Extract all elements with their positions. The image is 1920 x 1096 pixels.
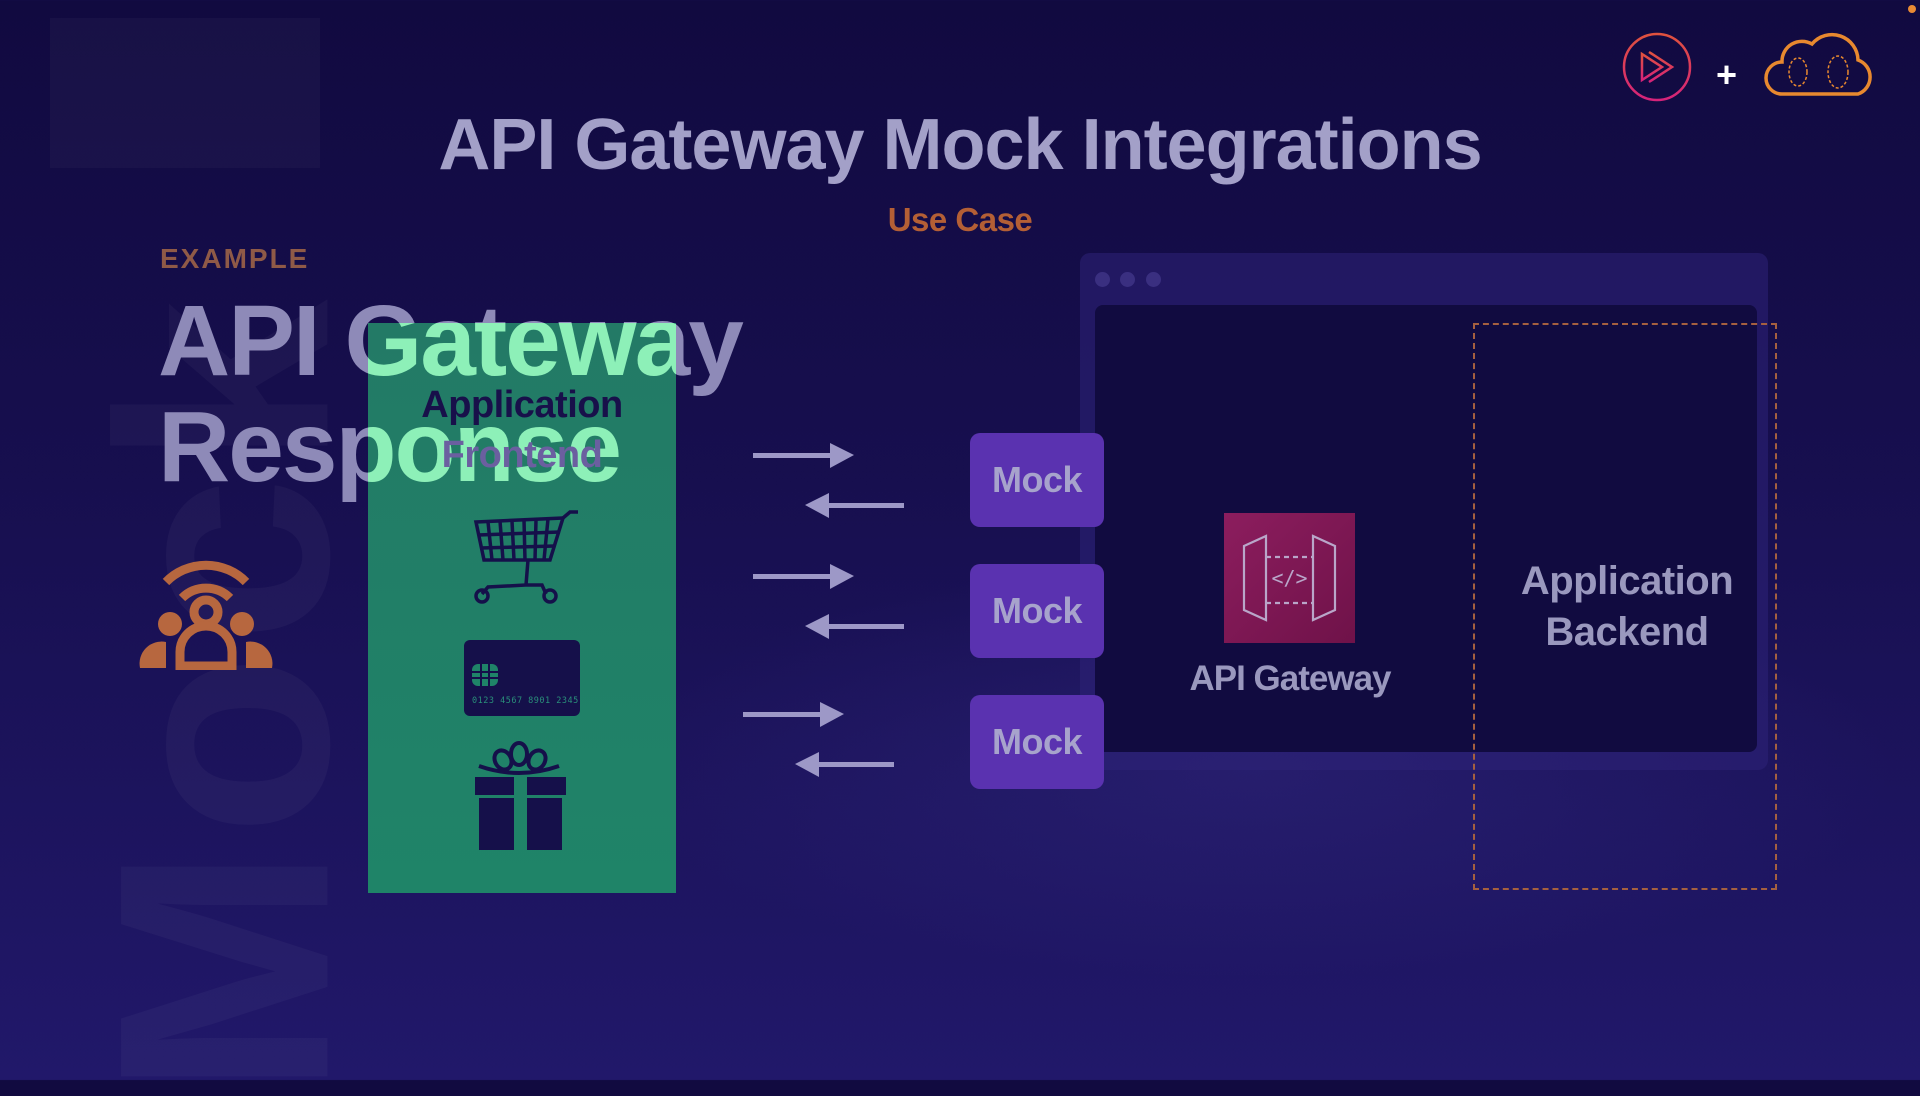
window-dot-2	[1120, 272, 1135, 287]
recording-dot	[1908, 5, 1916, 13]
shopping-cart	[468, 510, 580, 615]
request-arrow-3	[743, 702, 844, 727]
aws-logo	[1760, 30, 1878, 105]
frontend-title-line2: Frontend	[441, 434, 603, 476]
shopping-cart-icon	[473, 510, 580, 604]
card-chip-icon	[472, 664, 498, 686]
mock-box-1: Mock	[970, 433, 1104, 527]
response-arrow-2	[805, 614, 904, 639]
gift	[475, 740, 569, 857]
frontend-title: Application Frontend	[368, 380, 676, 480]
mock-box-2: Mock	[970, 564, 1104, 658]
request-arrow-2	[753, 564, 854, 589]
eyebrow-label: EXAMPLE	[160, 243, 310, 274]
browser-content-area	[1095, 305, 1757, 752]
window-dot-3	[1146, 272, 1161, 287]
gift-icon	[475, 741, 566, 850]
code-glyph: </>	[1271, 566, 1307, 590]
backend-title: Application Backend	[1473, 556, 1781, 658]
broadcast-group-icon	[139, 560, 273, 671]
api-gateway-icon: </>	[1224, 513, 1355, 643]
slide-subtitle: Use Case	[887, 201, 1033, 238]
mock-box-3: Mock	[970, 695, 1104, 789]
window-dot-1	[1095, 272, 1110, 287]
application-backend-box	[1473, 323, 1777, 890]
slide-title: API Gateway Mock Integrations	[438, 105, 1482, 185]
broadcast-group	[138, 552, 274, 675]
pluralsight-logo	[1622, 32, 1692, 107]
api-gateway-glyph: </>	[1242, 534, 1337, 622]
pluralsight-play-icon	[1622, 32, 1692, 102]
request-response-arrows	[743, 443, 904, 777]
api-gateway-label: API Gateway	[1189, 659, 1391, 698]
request-arrow-1	[753, 443, 854, 468]
aws-cloud-icon	[1764, 32, 1872, 96]
response-arrow-1	[805, 493, 904, 518]
card-number: 0123 4567 8901 2345	[472, 696, 579, 706]
application-frontend-panel	[368, 323, 676, 893]
backend-title-line2: Backend	[1545, 610, 1709, 654]
frontend-title-line1: Application	[421, 384, 623, 426]
plus-sign: +	[1716, 54, 1738, 95]
backend-title-line1: Application	[1520, 559, 1734, 603]
response-arrow-3	[795, 752, 894, 777]
credit-card: 0123 4567 8901 2345	[464, 640, 580, 716]
